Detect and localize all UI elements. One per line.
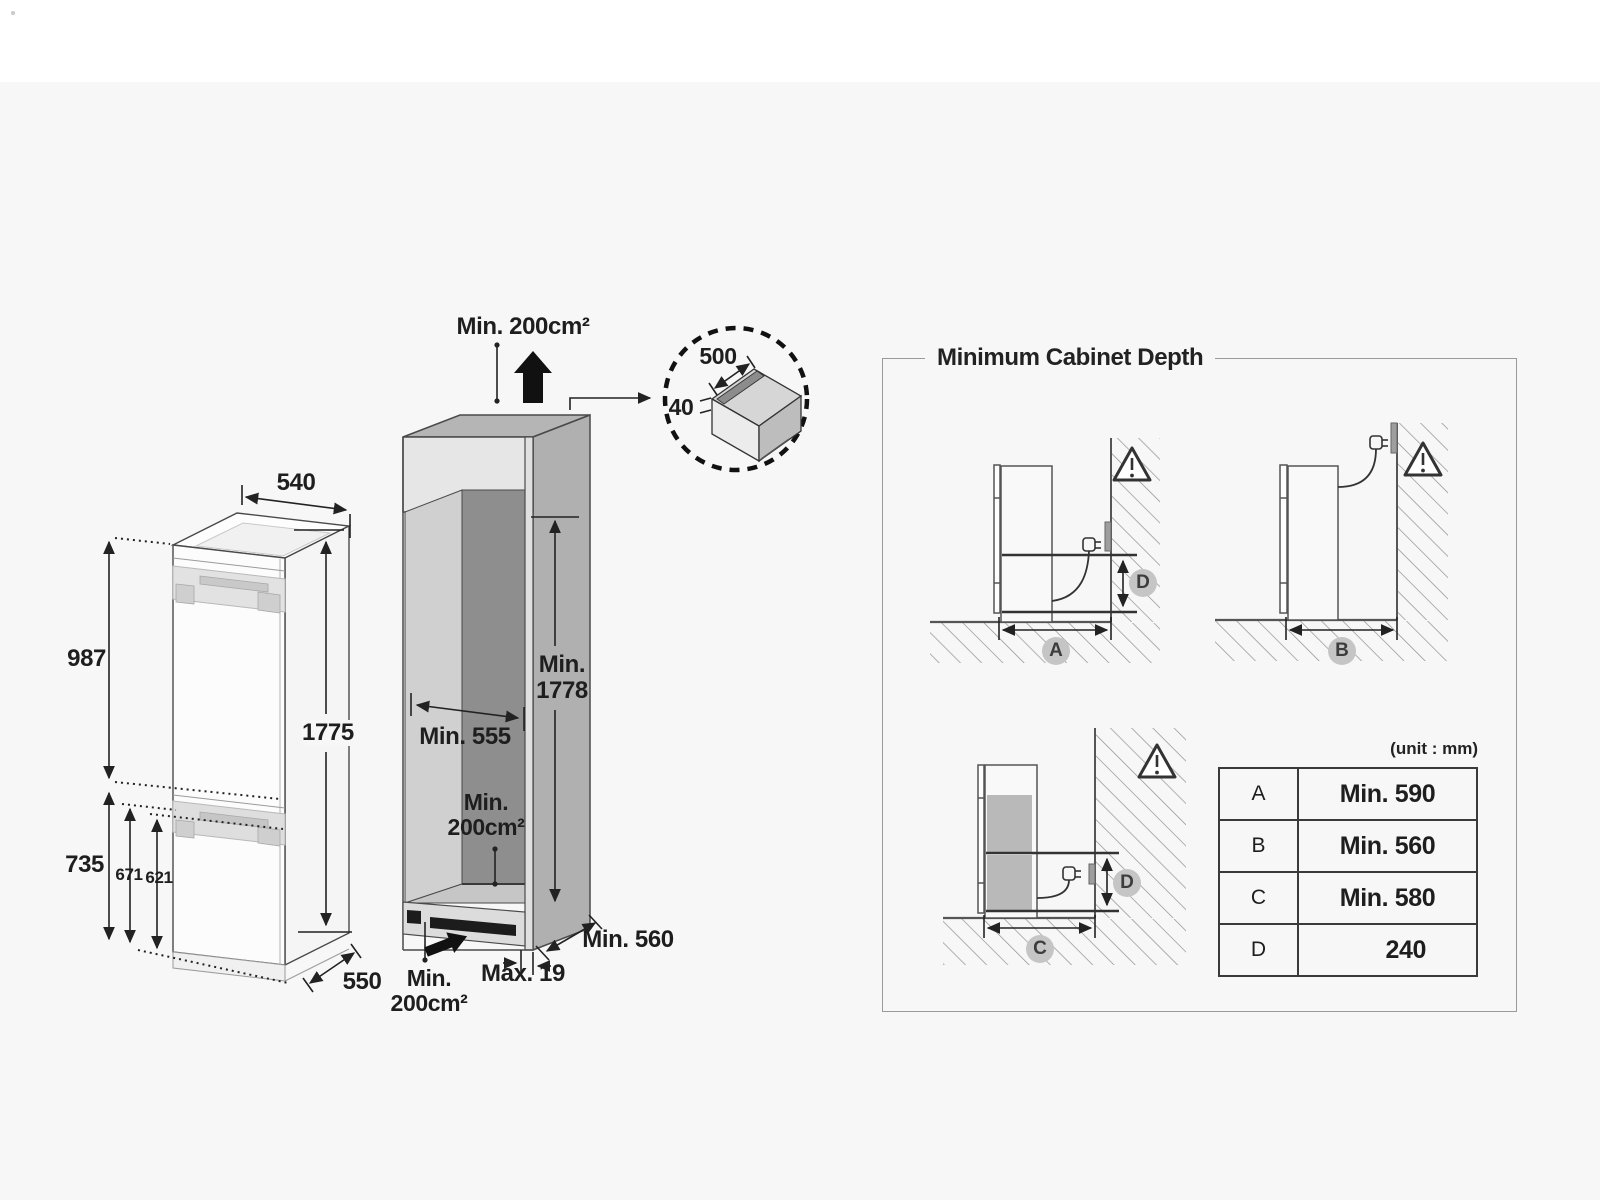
top-white-strip bbox=[0, 0, 1600, 82]
marker-d-diagram-c: D bbox=[1113, 869, 1141, 897]
unit-note: (unit : mm) bbox=[1390, 739, 1478, 758]
dim-inner-height: Min. 1778 bbox=[536, 651, 588, 704]
dim-bottom-ventilation: Min. 200cm² bbox=[390, 965, 468, 1016]
table-row-label: D bbox=[1218, 923, 1299, 977]
diagram-c bbox=[943, 728, 1186, 965]
table-row-value: Min. 560 bbox=[1297, 819, 1478, 873]
dim-total-height: 1775 bbox=[302, 719, 354, 746]
airflow-in-arrow bbox=[424, 932, 468, 957]
fridge-dimension-lines bbox=[103, 485, 362, 993]
dim-freezer-inner-height: 621 bbox=[145, 868, 173, 887]
table-row: D 240 bbox=[1218, 923, 1478, 977]
cabinet-drawing bbox=[402, 413, 591, 952]
table-row: B Min. 560 bbox=[1218, 819, 1478, 873]
cabinet-annotations bbox=[410, 342, 652, 975]
table-row: A Min. 590 bbox=[1218, 767, 1478, 821]
minimum-cabinet-depth-panel: Minimum Cabinet Depth bbox=[882, 344, 1517, 1012]
dim-top-ventilation: Min. 200cm² bbox=[456, 313, 590, 340]
diagram-b bbox=[1215, 422, 1448, 661]
dim-lower-height: 735 bbox=[65, 851, 104, 878]
marker-a: A bbox=[1042, 637, 1070, 665]
vent-detail-callout bbox=[662, 325, 810, 473]
table-row-label: A bbox=[1218, 767, 1299, 821]
table-row-value: 240 bbox=[1297, 923, 1478, 977]
dim-cabinet-depth: Min. 560 bbox=[582, 926, 674, 953]
stray-dot bbox=[11, 11, 15, 15]
dim-depth: 550 bbox=[342, 968, 382, 995]
fridge-drawing bbox=[170, 512, 352, 982]
cabinet-depth-table: A Min. 590 B Min. 560 C Min. 580 D 240 bbox=[1218, 767, 1478, 977]
table-row-label: C bbox=[1218, 871, 1299, 925]
dim-inner-depth: Min. 555 bbox=[419, 723, 511, 750]
dim-vent-height: 40 bbox=[668, 394, 694, 420]
table-row-label: B bbox=[1218, 819, 1299, 873]
dim-rear-ventilation: Min. 200cm² bbox=[447, 789, 525, 840]
airflow-up-arrow bbox=[514, 351, 552, 403]
table-row: C Min. 580 bbox=[1218, 871, 1478, 925]
table-row-value: Min. 580 bbox=[1297, 871, 1478, 925]
marker-d-diagram-a: D bbox=[1129, 569, 1157, 597]
dim-freezer-door-height: 671 bbox=[115, 865, 143, 884]
dim-panel-thickness: Max. 19 bbox=[481, 960, 565, 987]
marker-b: B bbox=[1328, 637, 1356, 665]
marker-c: C bbox=[1026, 935, 1054, 963]
panel-title: Minimum Cabinet Depth bbox=[925, 344, 1216, 372]
dim-vent-width: 500 bbox=[699, 343, 737, 369]
table-row-value: Min. 590 bbox=[1297, 767, 1478, 821]
dim-upper-height: 987 bbox=[67, 645, 106, 672]
dim-top-width: 540 bbox=[276, 469, 316, 496]
